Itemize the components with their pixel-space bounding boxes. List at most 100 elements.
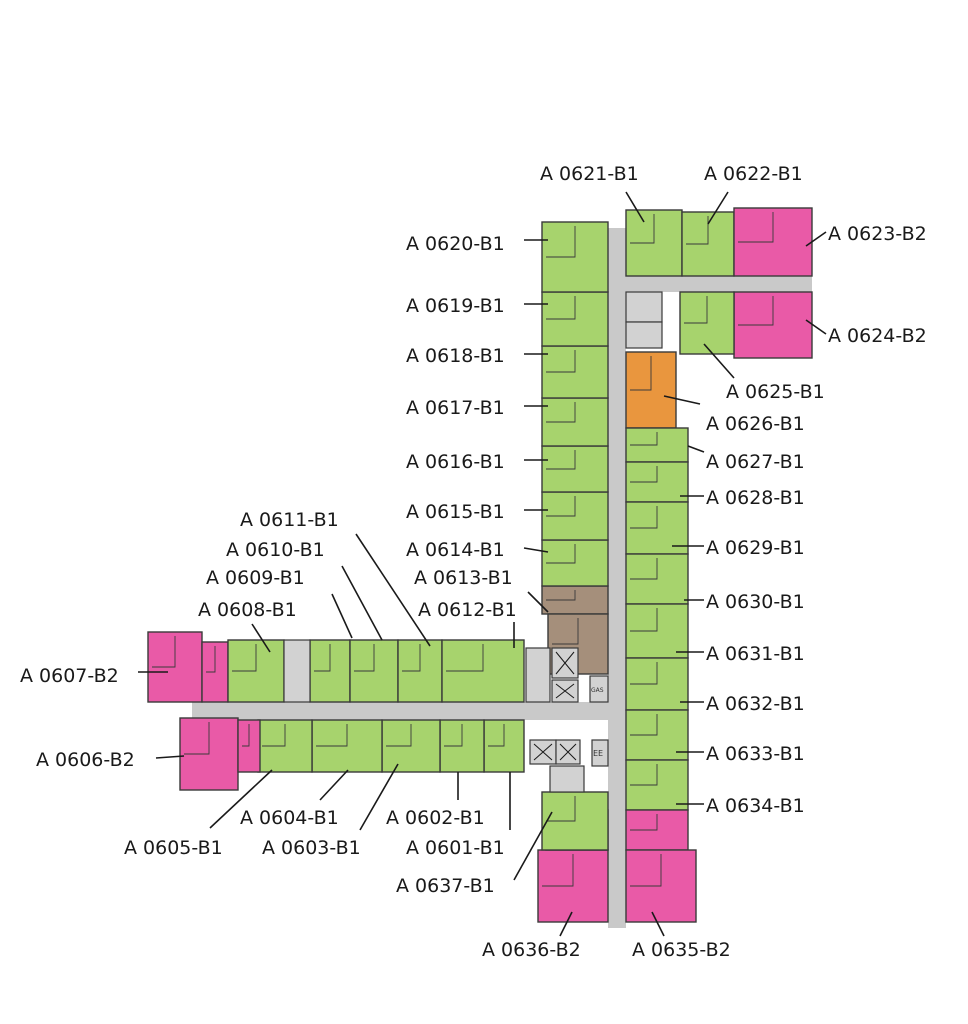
interior-wall <box>262 724 286 747</box>
leader-line-a-0622-b1 <box>707 191 729 225</box>
unit-a-0613-b1[interactable] <box>541 585 609 675</box>
unit-labels: A 0601-B1A 0602-B1A 0603-B1A 0604-B1A 06… <box>20 163 927 961</box>
unit-a-0615-b1[interactable] <box>541 491 609 541</box>
interior-wall <box>738 212 774 243</box>
unit-a-0635-b2[interactable] <box>625 809 697 923</box>
unit-a-0632-b1[interactable] <box>625 657 689 711</box>
unit-label-a-0601-b1: A 0601-B1 <box>406 837 505 859</box>
unit-a-0605-b1[interactable] <box>257 719 313 773</box>
interior-wall <box>488 724 505 747</box>
unit-a-0631-b1[interactable] <box>625 603 689 659</box>
leader-line-a-0604-b1 <box>319 769 349 801</box>
interior-wall <box>630 764 658 786</box>
interior-wall <box>630 714 658 736</box>
unit-label-a-0619-b1: A 0619-B1 <box>406 295 505 317</box>
leader-line-a-0627-b1 <box>687 445 705 453</box>
unit-a-0628-b1[interactable] <box>625 461 689 503</box>
unit-label-a-0611-b1: A 0611-B1 <box>240 509 339 531</box>
interior-wall <box>738 296 774 326</box>
interior-wall <box>206 646 216 673</box>
unit-a-0604-b1[interactable] <box>311 719 383 773</box>
unit-a-0624-b2[interactable] <box>733 291 813 359</box>
unit-a-0634-b1[interactable] <box>625 759 689 811</box>
unit-a-0603-b1[interactable] <box>381 719 441 773</box>
unit-label-a-0631-b1: A 0631-B1 <box>706 643 805 665</box>
unit-label-a-0605-b1: A 0605-B1 <box>124 837 223 859</box>
leader-line-a-0613-b1 <box>527 591 549 613</box>
unit-a-0629-b1[interactable] <box>625 501 689 555</box>
interior-wall <box>444 724 463 747</box>
unit-a-0625-b1[interactable] <box>679 291 735 355</box>
interior-wall <box>546 590 576 601</box>
unit-a-0621-b1[interactable] <box>625 209 683 277</box>
unit-label-a-0625-b1: A 0625-B1 <box>726 381 825 403</box>
interior-wall <box>546 296 576 320</box>
interior-wall <box>446 644 484 672</box>
unit-a-0602-b1[interactable] <box>439 719 485 773</box>
unit-a-0607-b2[interactable] <box>147 631 229 703</box>
unit-label-a-0610-b1: A 0610-B1 <box>226 539 325 561</box>
unit-label-a-0607-b2: A 0607-B2 <box>20 665 119 687</box>
unit-label-a-0617-b1: A 0617-B1 <box>406 397 505 419</box>
stair-core-northeast <box>625 291 663 323</box>
unit-a-0618-b1[interactable] <box>541 345 609 399</box>
leader-line-a-0635-b2 <box>651 911 665 937</box>
stair-core-west <box>283 639 311 703</box>
unit-a-0617-b1[interactable] <box>541 397 609 447</box>
interior-wall <box>184 722 210 755</box>
leader-line-a-0610-b1 <box>341 565 383 641</box>
interior-wall <box>686 216 709 245</box>
unit-a-0601-b1[interactable] <box>483 719 525 773</box>
interior-wall <box>314 644 331 672</box>
leader-line-a-0603-b1 <box>359 763 399 831</box>
unit-a-0612-b1[interactable] <box>441 639 525 703</box>
unit-a-0611-b1[interactable] <box>397 639 443 703</box>
unit-a-0608-b1[interactable] <box>227 639 285 703</box>
interior-wall <box>630 662 658 685</box>
interior-wall <box>386 724 412 747</box>
leader-line-a-0611-b1 <box>355 533 431 647</box>
leader-lines <box>138 191 827 937</box>
unit-label-a-0636-b2: A 0636-B2 <box>482 939 581 961</box>
interior-wall <box>630 558 658 580</box>
unit-a-0614-b1[interactable] <box>541 539 609 587</box>
unit-a-0619-b1[interactable] <box>541 291 609 347</box>
unit-label-a-0608-b1: A 0608-B1 <box>198 599 297 621</box>
leader-line-a-0636-b2 <box>559 911 573 937</box>
leader-line-a-0637-b1 <box>513 811 553 881</box>
unit-a-0623-b2[interactable] <box>733 207 813 277</box>
unit-label-a-0604-b1: A 0604-B1 <box>240 807 339 829</box>
unit-label-a-0606-b2: A 0606-B2 <box>36 749 135 771</box>
unit-a-0622-b1[interactable] <box>681 211 735 277</box>
ee-room-label: EE <box>593 749 603 758</box>
stair-core-south <box>549 765 585 793</box>
unit-label-a-0621-b1: A 0621-B1 <box>540 163 639 185</box>
leader-line-a-0625-b1 <box>703 343 735 379</box>
unit-a-0609-b1[interactable] <box>309 639 351 703</box>
unit-a-0610-b1[interactable] <box>349 639 399 703</box>
leader-line-a-0624-b2 <box>805 319 827 335</box>
unit-label-a-0627-b1: A 0627-B1 <box>706 451 805 473</box>
unit-label-a-0632-b1: A 0632-B1 <box>706 693 805 715</box>
corridors <box>192 228 812 928</box>
unit-label-a-0623-b2: A 0623-B2 <box>828 223 927 245</box>
unit-label-a-0616-b1: A 0616-B1 <box>406 451 505 473</box>
unit-a-0637-b1[interactable] <box>541 791 609 851</box>
unit-a-0630-b1[interactable] <box>625 553 689 605</box>
corridor-horizontal <box>192 702 612 720</box>
corridor-northeast <box>626 276 812 292</box>
interior-wall <box>242 724 250 747</box>
unit-a-0616-b1[interactable] <box>541 445 609 493</box>
unit-a-0606-b2[interactable] <box>179 717 261 791</box>
unit-label-a-0635-b2: A 0635-B2 <box>632 939 731 961</box>
interior-wall <box>630 814 658 831</box>
interior-wall <box>546 544 576 564</box>
interior-wall <box>630 854 662 887</box>
interior-wall <box>546 796 576 822</box>
interior-wall <box>152 636 176 668</box>
unit-a-0627-b1[interactable] <box>625 427 689 463</box>
unit-a-0620-b1[interactable] <box>541 221 609 293</box>
interior-wall <box>630 214 655 244</box>
unit-a-0626-b1[interactable] <box>625 351 677 429</box>
